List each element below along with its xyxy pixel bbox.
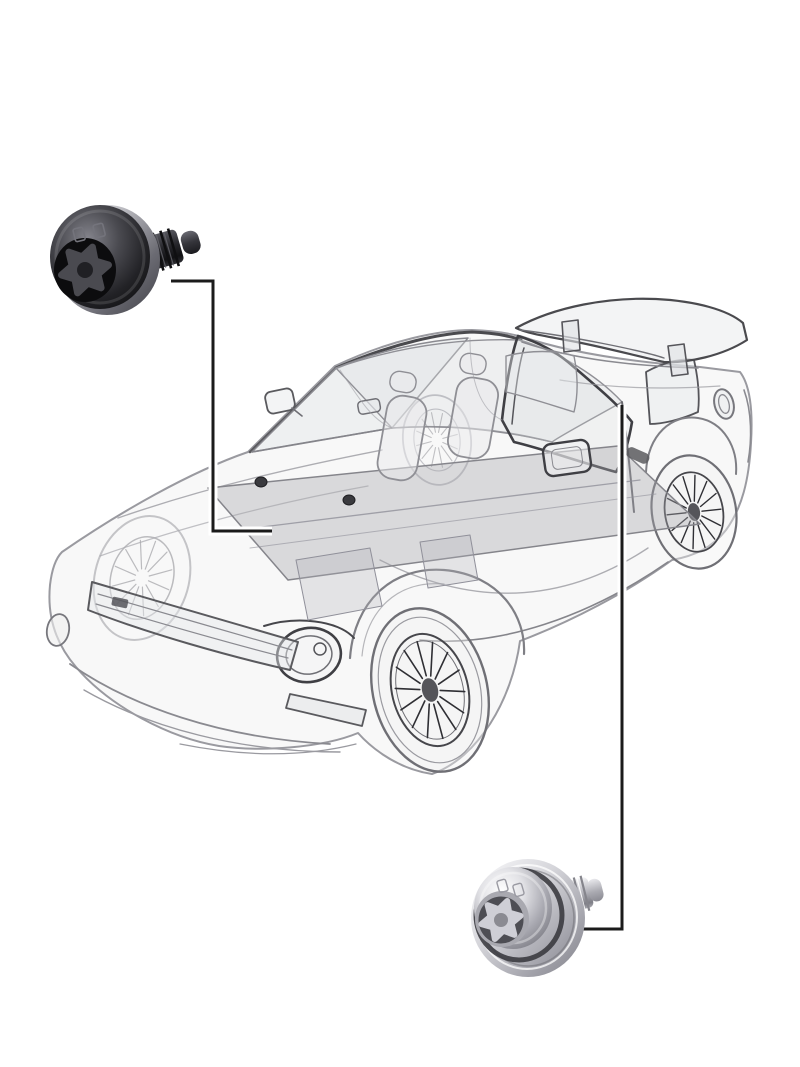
rear-wheel-arch (645, 416, 738, 475)
far-front-wheel (92, 515, 192, 641)
vehicle-illustration (45, 297, 753, 775)
rear-left-wheel (650, 454, 738, 570)
front-wheel-arch-inner (361, 583, 445, 657)
door-handle (626, 447, 650, 464)
callout-chrome-line (580, 405, 624, 931)
seats (376, 350, 578, 482)
floor-fastener-dot-1 (254, 476, 268, 488)
rocker-line-upper (379, 547, 649, 594)
rear-spoiler (514, 297, 749, 377)
hood-crease-2 (99, 485, 369, 557)
fog-slot (285, 693, 367, 727)
front-left-wheel (369, 607, 491, 773)
underbody-box-1 (295, 547, 383, 621)
spoiler-pedestal-right (667, 343, 689, 377)
front-bumper (69, 663, 367, 755)
fuel-filler-door (713, 388, 735, 420)
front-wheel-spokes (394, 640, 466, 740)
floor-fastener-dot-2 (342, 494, 356, 506)
spoiler-pedestal-left (561, 319, 581, 353)
rear-bumper-line (743, 389, 752, 463)
floor-pan (207, 445, 701, 621)
rear-seat (505, 350, 578, 413)
grille (87, 581, 299, 671)
rocker-line-lower (419, 561, 669, 642)
interior-mirror (357, 398, 382, 415)
callout-black-screw (171, 276, 272, 536)
part-chrome-torx-screw (471, 859, 604, 977)
chrome-screw-head-stamps (496, 878, 525, 898)
grille-emblem (111, 596, 129, 609)
far-side-mirror (264, 387, 303, 417)
near-side-mirror (541, 438, 593, 478)
far-headlight (45, 613, 71, 647)
front-wheel-arch (348, 568, 526, 660)
hood-crease-1 (117, 449, 383, 519)
interior-line-2 (469, 337, 503, 421)
part-black-torx-screw (50, 205, 201, 315)
roof-rail (334, 330, 523, 370)
far-front-wheel-spokes (111, 539, 173, 617)
black-screw-head-stamps (72, 222, 106, 243)
interior-line-1 (339, 369, 393, 429)
callout-chrome-screw (580, 405, 627, 934)
rear-wheel-spokes (666, 474, 722, 550)
spoiler-edge-line (519, 329, 665, 359)
callout-black-line (171, 279, 272, 533)
underbody-box-2 (419, 534, 479, 589)
